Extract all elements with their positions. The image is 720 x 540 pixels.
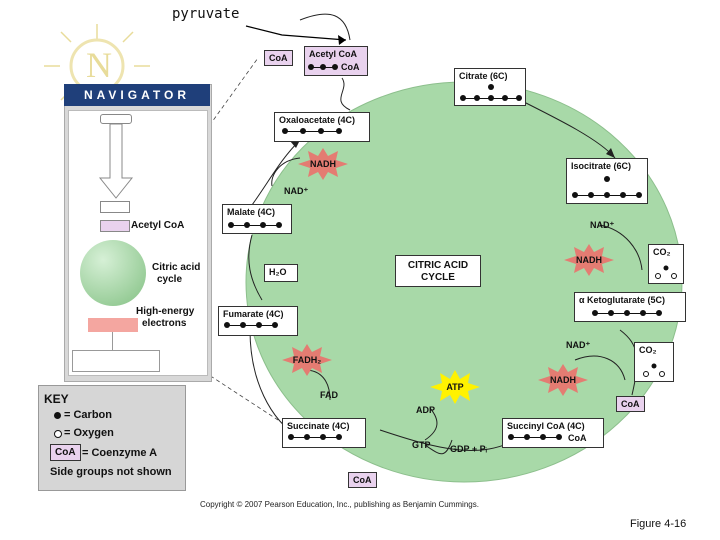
co2-label-1: CO₂ [653, 247, 671, 257]
h2o-box: H₂O [264, 264, 298, 282]
gdp-label: GDP + Pᵢ [450, 444, 487, 454]
key-side-groups: Side groups not shown [50, 466, 172, 478]
navigator-down-arrow [98, 123, 134, 199]
nadh-label-1: NADH [310, 159, 336, 169]
coa-top-box: CoA [264, 50, 293, 66]
navigator-inner [68, 110, 208, 376]
nad-plus-3: NAD⁺ [566, 340, 591, 350]
nadh-star-1: NADH [298, 148, 348, 180]
figure-label: Figure 4-16 [630, 518, 687, 530]
alpha-keto-label: α Ketoglutarate (5C) [579, 295, 666, 305]
cycle-center-line1: CITRIC ACID [407, 260, 469, 271]
fad-label: FAD [320, 390, 338, 400]
key-coenzyme-label: = Coenzyme A [82, 447, 158, 459]
key-oxygen-dot [54, 430, 62, 438]
succinyl-box: Succinyl CoA (4C) [502, 418, 604, 448]
navigator-cycle-ball [80, 240, 146, 306]
key-coa-box: CoA [50, 444, 81, 461]
navigator-highenergy-line2: electrons [142, 318, 187, 329]
fadh2-label: FADH₂ [292, 355, 322, 365]
malate-box: Malate (4C) [222, 204, 292, 234]
nadh-star-3: NADH [538, 364, 588, 396]
malate-label: Malate (4C) [227, 207, 276, 217]
navigator-emblem-letter: N [86, 45, 112, 85]
cycle-center-line2: CYCLE [421, 272, 455, 283]
alpha-keto-box: α Ketoglutarate (5C) [574, 292, 686, 322]
pyruvate-label: pyruvate [172, 6, 240, 22]
succinate-box: Succinate (4C) [282, 418, 366, 448]
malate-chain [228, 222, 284, 230]
nad-plus-1: NAD⁺ [284, 186, 309, 196]
succinate-label: Succinate (4C) [287, 421, 350, 431]
isocitrate-label: Isocitrate (6C) [571, 161, 632, 171]
oxaloacetate-chain [282, 128, 342, 136]
key-carbon-dot [54, 412, 61, 419]
nad-plus-2: NAD⁺ [590, 220, 615, 230]
nadh-label-3: NADH [550, 375, 576, 385]
nadh-star-2: NADH [564, 244, 614, 276]
navigator-acetyl-label: Acetyl CoA [131, 220, 185, 231]
navigator-acetyl-box [100, 220, 130, 232]
coa-bottom-box: CoA [348, 472, 377, 488]
succinyl-label: Succinyl CoA (4C) [507, 421, 585, 431]
nadh-label-2: NADH [576, 255, 602, 265]
navigator-title-bar: NAVIGATOR [64, 84, 210, 106]
coa-right-box: CoA [616, 396, 645, 412]
acetyl-coa-label: Acetyl CoA [309, 49, 358, 59]
navigator-citric-line2: cycle [157, 274, 183, 285]
key-panel [38, 385, 186, 491]
adp-label: ADP [416, 405, 436, 415]
co2-box-1: CO₂ [648, 244, 684, 284]
citrate-chain [460, 95, 522, 103]
acetyl-coa-sub: CoA [341, 62, 360, 72]
navigator-electrons-box [88, 318, 138, 332]
fumarate-label: Fumarate (4C) [223, 309, 284, 319]
copyright-text: Copyright © 2007 Pearson Education, Inc.… [200, 500, 479, 509]
co2-glyph-a [655, 265, 677, 279]
succinyl-chain [508, 434, 564, 442]
fumarate-box: Fumarate (4C) [218, 306, 298, 336]
cycle-center-box: CITRIC ACID CYCLE [395, 255, 481, 287]
atp-star: ATP [430, 370, 480, 404]
gtp-label: GTP [412, 440, 431, 450]
fumarate-chain [224, 322, 280, 330]
key-title: KEY [44, 392, 69, 406]
oxaloacetate-box: Oxaloacetate (4C) [274, 112, 370, 142]
succinate-chain [288, 434, 344, 442]
atp-label: ATP [446, 382, 464, 392]
navigator-bottom-box [72, 350, 160, 372]
fadh2-star: FADH₂ [282, 344, 332, 376]
alpha-keto-chain [592, 310, 664, 318]
succinyl-sub: CoA [568, 433, 587, 443]
navigator-small-box [100, 201, 130, 213]
navigator-highenergy-line1: High-energy [136, 306, 195, 317]
co2-label-2: CO₂ [639, 345, 657, 355]
co2-glyph-b [643, 363, 665, 377]
acetyl-coa-box: Acetyl CoA [304, 46, 368, 76]
key-carbon-label: = Carbon [64, 409, 112, 421]
navigator-bottom-arrow [112, 332, 113, 350]
isocitrate-chain [572, 192, 642, 200]
navigator-citric-line1: Citric acid [152, 262, 201, 273]
co2-box-2: CO₂ [634, 342, 674, 382]
key-oxygen-label: = Oxygen [64, 427, 114, 439]
oxaloacetate-label: Oxaloacetate (4C) [279, 115, 356, 125]
citrate-label: Citrate (6C) [459, 71, 508, 81]
acetyl-chain [308, 64, 338, 72]
